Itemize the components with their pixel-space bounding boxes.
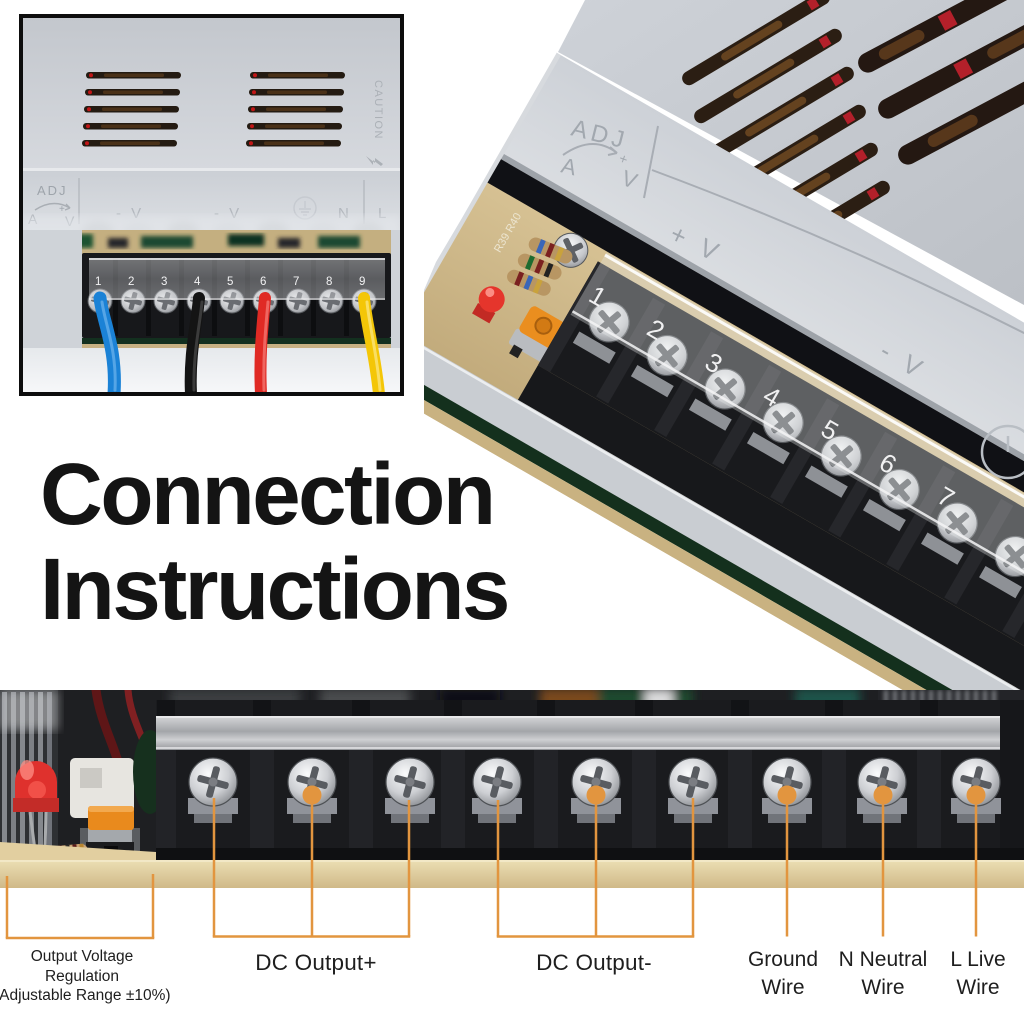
title-line-2: Instructions (40, 540, 510, 638)
callout-label-live-wire: L Live Wire (913, 946, 1024, 1001)
callout-label-dc-output-plus: DC Output+ (206, 949, 426, 976)
callout-label-regulation: Output Voltage Regulation (Adjustable Ra… (0, 947, 171, 1006)
case-bottom (23, 348, 400, 392)
l-label: L (378, 205, 386, 222)
terminal-block: 1 2 3 4 5 6 7 8 9 (82, 253, 391, 338)
terminal-number: 9 (359, 276, 365, 288)
n-label: N (338, 205, 349, 222)
front-assembly: R39 R40 (424, 0, 1024, 692)
callout-label-neutral-wire: N Neutral Wire (813, 946, 953, 1001)
front-band (424, 0, 1024, 688)
plus-label: + (59, 204, 65, 215)
page-title: Connection Instructions (40, 446, 510, 638)
callout-label-ground-wire: Ground Wire (718, 946, 848, 1001)
inset-photo: CAUTION ADJ A + V - V - V (23, 18, 400, 392)
regulation-line-1: Output Voltage (30, 948, 134, 965)
background-mask (424, 0, 583, 290)
terminal-screws-strip (187, 757, 1002, 824)
live-line-1: L Live (950, 948, 1006, 971)
regulation-line-2: Regulation (44, 967, 120, 985)
live-line-2: Wire (956, 975, 1000, 999)
terminal-number: 3 (161, 276, 167, 288)
dc-output-minus-text: DC Output- (536, 950, 652, 975)
cell-walls (156, 700, 1024, 854)
terminal-number: 8 (326, 276, 332, 288)
output-wires (93, 291, 385, 392)
pcb-edge (0, 860, 1024, 888)
a-label: A (559, 153, 580, 181)
terminal-number: 7 (293, 276, 299, 288)
led-red (13, 760, 59, 859)
wire-red (254, 292, 271, 392)
ground-icon (293, 196, 317, 220)
bottom-photo-box (0, 690, 1024, 888)
dc-output-plus-text: DC Output+ (255, 950, 377, 975)
lightning-icon (366, 156, 383, 166)
terminal-numbers: 1 2 3 4 5 6 7 8 9 (95, 276, 365, 288)
inset-photo-frame: CAUTION ADJ A + V - V - V (19, 14, 404, 396)
adj-label: ADJ (37, 183, 68, 198)
ground-icon (980, 424, 1024, 480)
led-red (478, 286, 505, 313)
caution-label: CAUTION (372, 80, 384, 140)
heatsink-left (0, 690, 58, 870)
pcb-components-blur (51, 234, 360, 248)
terminal-block-strip (156, 700, 1024, 870)
ground-line-1: Ground (747, 948, 819, 971)
terminal-block-closeup: 1 2 3 4 5 6 7 (537, 252, 1024, 692)
clear-cover-bar (156, 716, 1024, 750)
case-flange (424, 202, 1024, 692)
adj-arrow-arc (34, 202, 71, 211)
terminal-number: 2 (128, 276, 134, 288)
closeup-photo: R39 R40 (424, 0, 1024, 692)
title-line-1: Connection (40, 446, 496, 543)
neutral-line-1: N Neutral (838, 948, 928, 971)
resistors (507, 237, 573, 296)
terminal-number: 6 (260, 276, 266, 288)
terminal-number: 4 (194, 276, 201, 288)
neutral-line-2: Wire (861, 975, 905, 999)
caution-engraving: CAUTION (366, 80, 384, 166)
vent-slots-corner (858, 0, 1024, 165)
terminal-clear-cover (89, 258, 385, 300)
callout-label-dc-output-minus: DC Output- (484, 949, 704, 976)
clear-cover (570, 252, 1024, 692)
closeup-photo-box: R39 R40 (424, 0, 1024, 692)
regulation-line-3: (Adjustable Range ±10%) (0, 987, 171, 1005)
terminal-number: 1 (95, 276, 101, 288)
terminal-number: 5 (227, 276, 233, 288)
block-teeth (157, 700, 938, 718)
bottom-photo (0, 690, 1024, 888)
ground-line-2: Wire (761, 975, 805, 999)
wire-yellow (358, 292, 385, 392)
case-gap (424, 29, 1024, 692)
wire-black (184, 292, 205, 392)
